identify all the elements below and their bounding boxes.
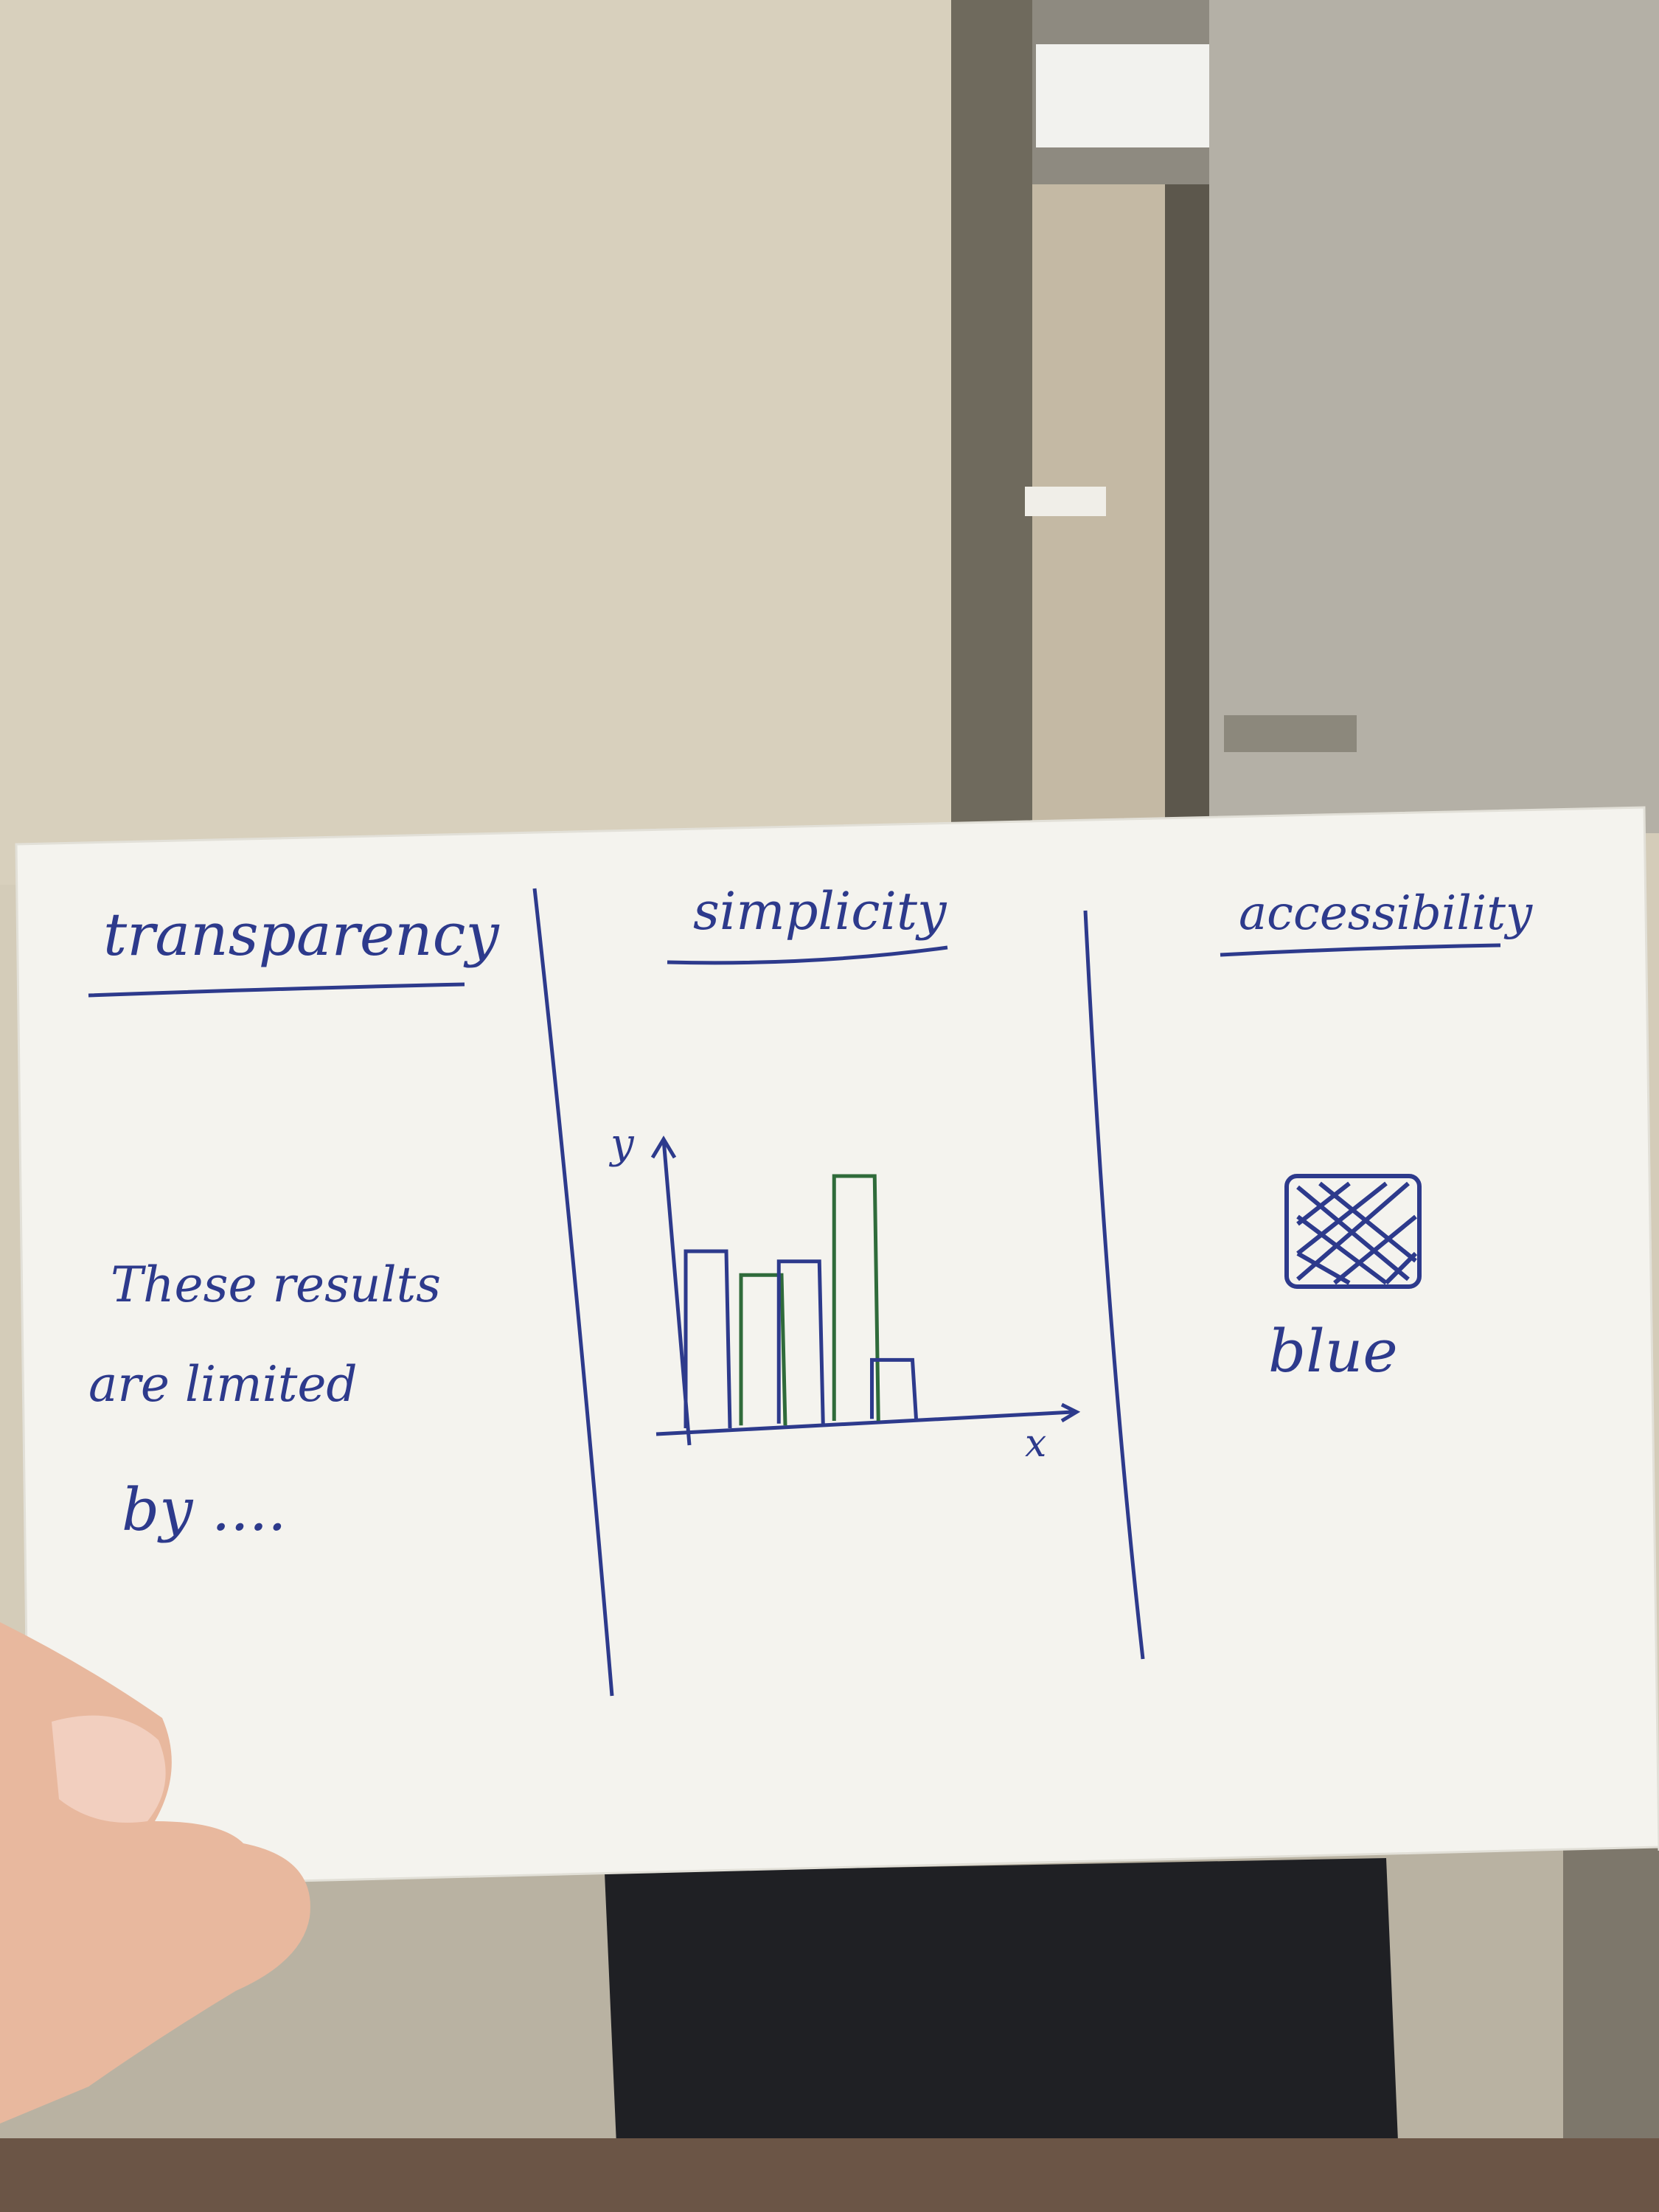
heading-accessibility: accessibility (1239, 886, 1533, 941)
body-line-2: are limited (88, 1356, 358, 1413)
far-ceiling-light (1025, 487, 1106, 516)
divider-left (532, 888, 614, 1697)
heading-underline-transparency (88, 982, 465, 998)
door-handle-plate (1224, 715, 1357, 752)
chart-bar (776, 1259, 825, 1424)
chart-bar (870, 1357, 918, 1419)
heading-underline-simplicity (667, 945, 948, 965)
heading-simplicity: simplicity (693, 881, 947, 942)
chair (605, 1858, 1401, 2212)
chart-axis-label-y: y (608, 1120, 635, 1168)
wall-left (0, 0, 959, 885)
chart-axis-label-x: x (1025, 1422, 1046, 1466)
inner-door-frame (1165, 184, 1209, 826)
chart-bar (684, 1249, 732, 1429)
chart-bar (739, 1273, 787, 1426)
paper-card (15, 806, 1659, 1889)
chart-y-axis-arrow (650, 1135, 677, 1159)
heading-transparency: transparency (103, 900, 500, 969)
body-line-3: by .... (122, 1475, 287, 1544)
floor-trim (0, 2138, 1659, 2212)
chart-bar (832, 1174, 880, 1421)
blue-hatched-swatch (1284, 1174, 1422, 1289)
swatch-label: blue (1268, 1317, 1398, 1385)
sketch-bar-chart (650, 1135, 1081, 1446)
right-wall (1209, 0, 1659, 833)
body-line-1: These results (111, 1256, 441, 1313)
divider-right (1083, 910, 1145, 1660)
chart-x-axis (655, 1410, 1074, 1436)
chart-x-axis-arrow (1060, 1402, 1081, 1423)
heading-underline-accessibility (1220, 943, 1501, 957)
thumbnail (52, 1715, 166, 1823)
